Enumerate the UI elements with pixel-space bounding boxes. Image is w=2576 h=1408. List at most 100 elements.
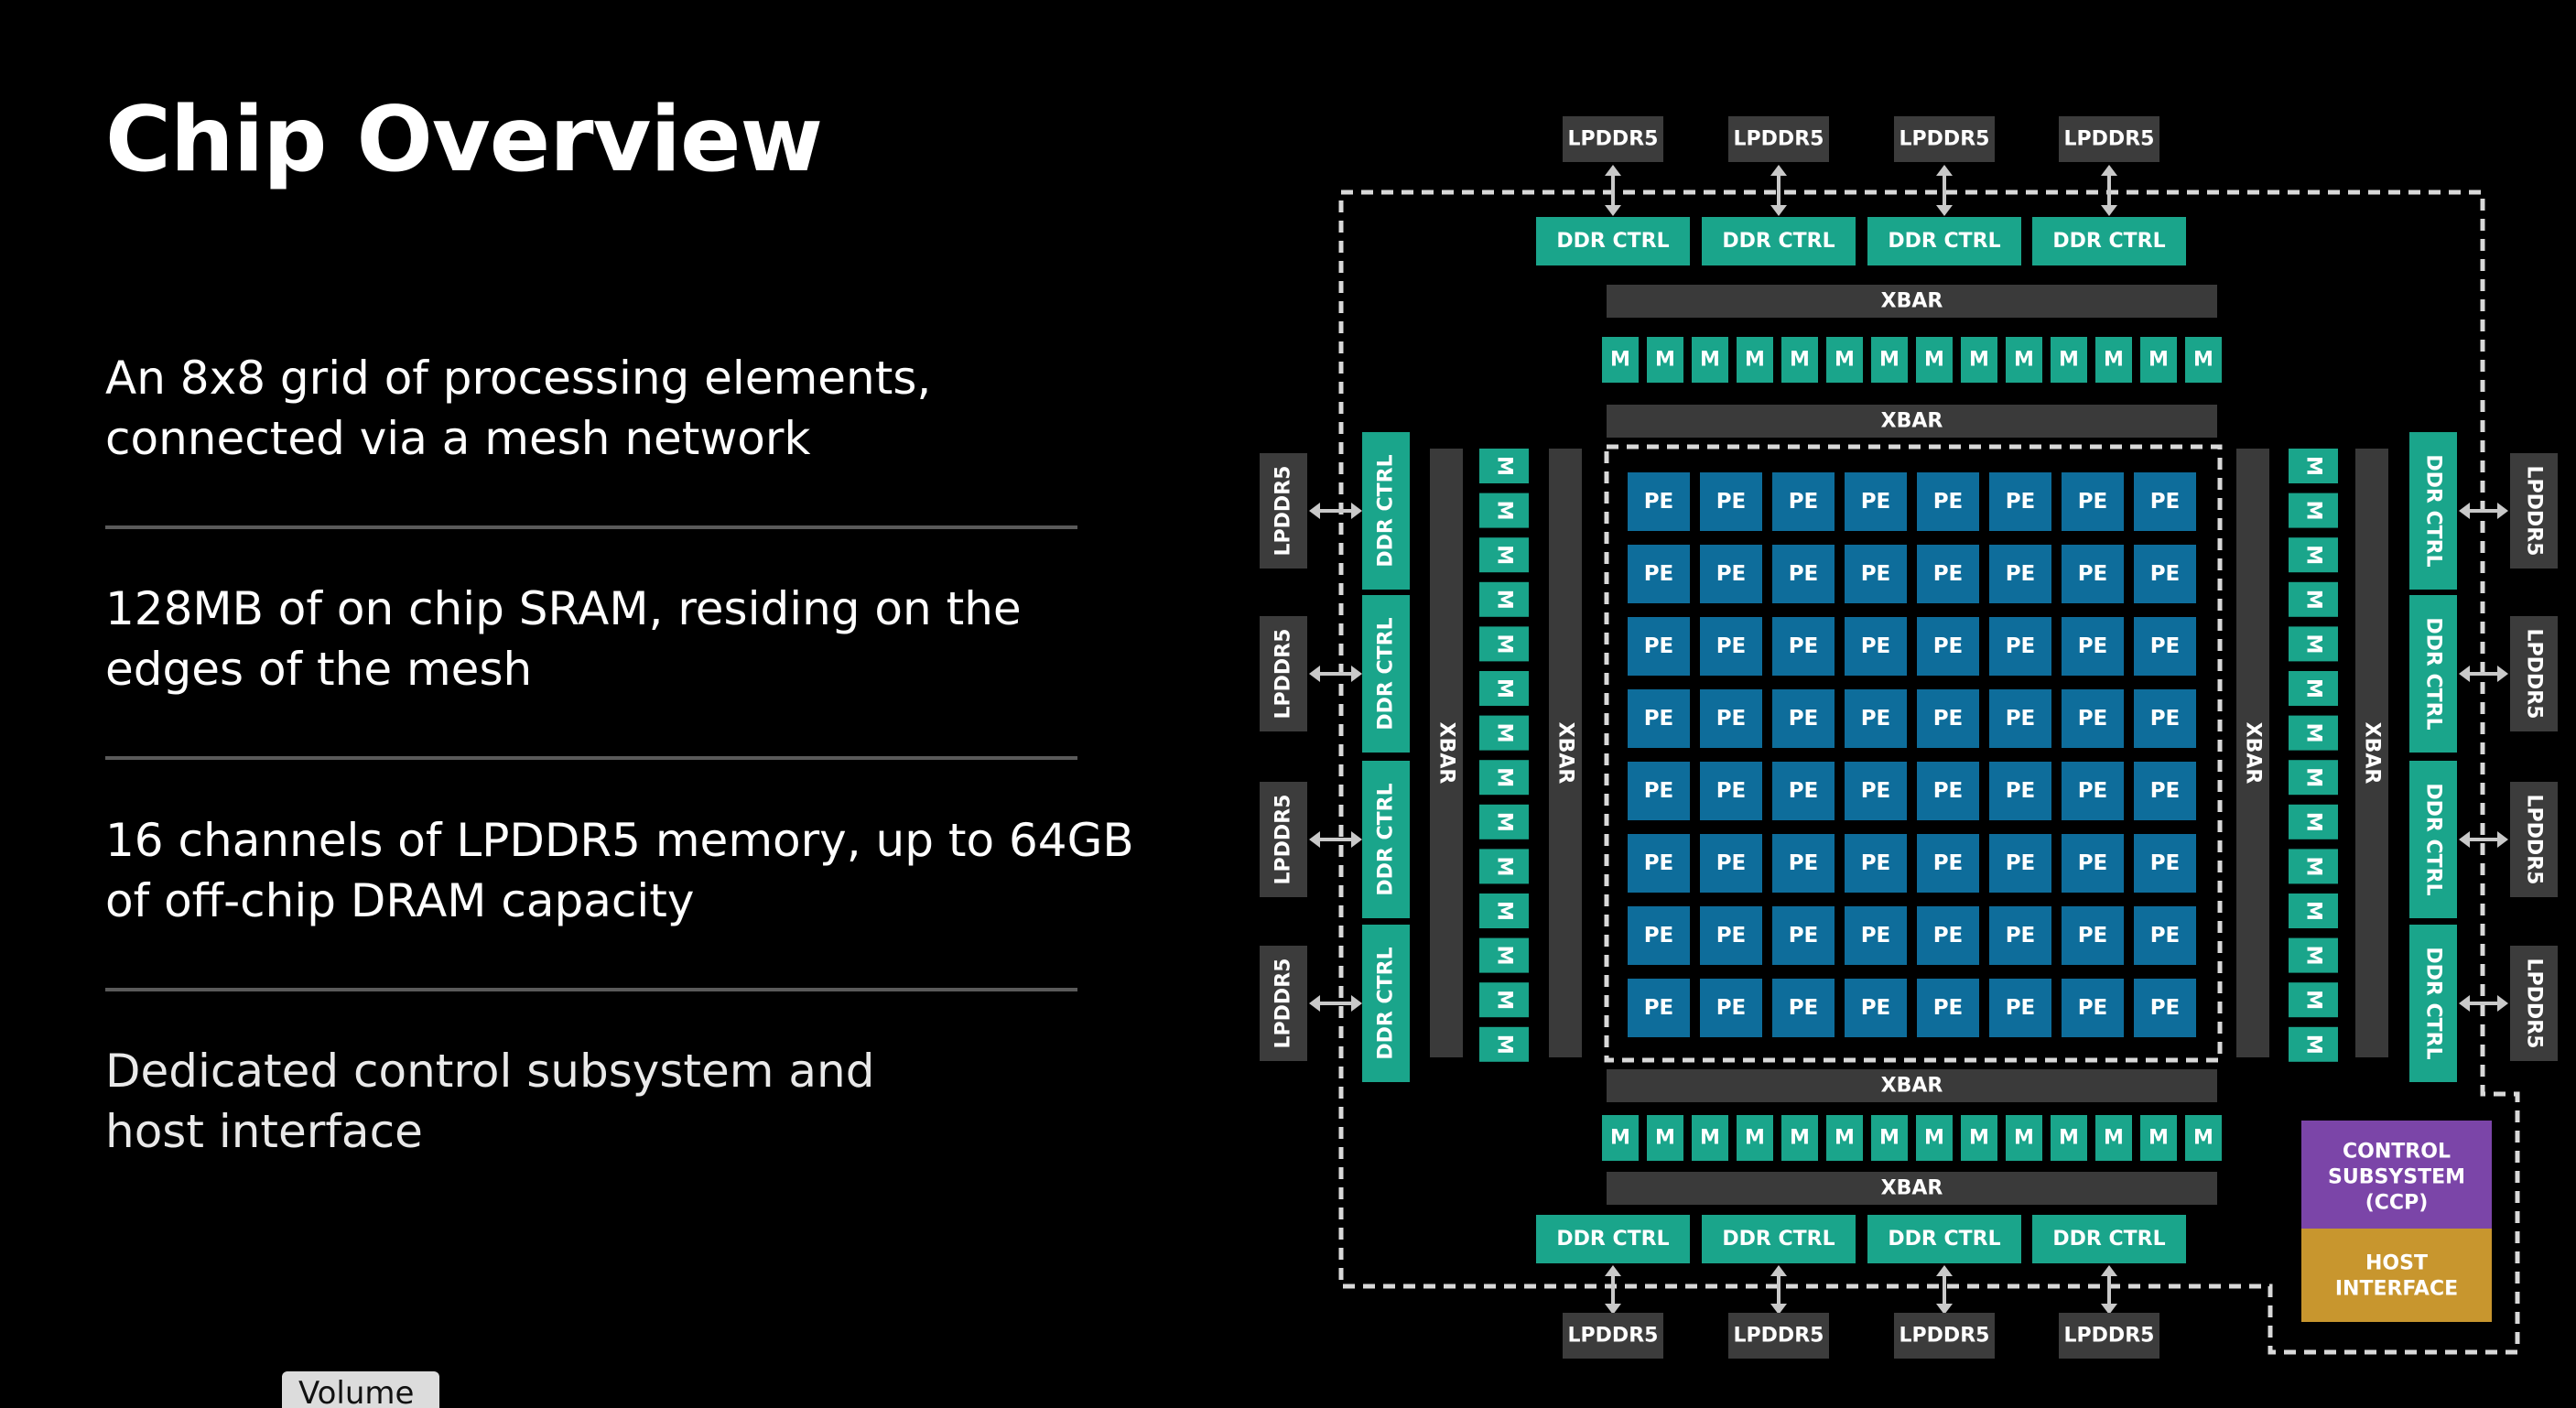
xbar-horizontal-label: XBAR — [1881, 290, 1943, 313]
xbar-horizontal — [1607, 1172, 2217, 1205]
pe-block — [1845, 472, 1907, 531]
chip-boundary — [1338, 190, 2520, 1355]
arrow-head — [2459, 503, 2470, 519]
memory-block-right-label: M — [2302, 946, 2325, 966]
memory-block-bottom — [2140, 1115, 2177, 1161]
arrow-head — [2497, 995, 2508, 1012]
pe-block — [1628, 762, 1690, 820]
arrow-head — [2101, 1304, 2117, 1315]
pe-block-label: PE — [2150, 490, 2181, 514]
pe-block-label: PE — [1789, 924, 1819, 948]
memory-block-bottom-label: M — [1790, 1127, 1810, 1150]
bullet-line: 16 channels of LPDDR5 memory, up to 64GB — [105, 814, 1134, 867]
xbar-vertical — [2236, 449, 2269, 1057]
pe-block — [1628, 834, 1690, 893]
memory-block-right — [2289, 493, 2338, 528]
ddr-ctrl-bottom — [1702, 1215, 1856, 1263]
pe-block-label: PE — [2150, 851, 2181, 875]
ddr-ctrl-left-label: DDR CTRL — [1375, 454, 1398, 567]
memory-block-top-label: M — [2014, 349, 2034, 372]
arrow-head — [1351, 666, 1362, 682]
ddr-ctrl-right-label: DDR CTRL — [2422, 947, 2445, 1059]
lpddr5-chip-right — [2510, 946, 2558, 1061]
pe-block — [1989, 979, 2051, 1037]
xbar-vertical-label: XBAR — [1435, 722, 1458, 785]
memory-block-right — [2289, 804, 2338, 839]
pe-block-label: PE — [1789, 634, 1819, 658]
ddr-ctrl-bottom — [1867, 1215, 2021, 1263]
lpddr5-chip-right — [2510, 616, 2558, 731]
arrow-head — [1936, 165, 1953, 176]
bullet-line: of off-chip DRAM capacity — [105, 874, 695, 927]
pe-block — [1772, 545, 1835, 603]
pe-block-label: PE — [1861, 634, 1891, 658]
pe-block — [1917, 979, 1979, 1037]
bullet-line: 128MB of on chip SRAM, residing on the — [105, 582, 1022, 635]
pe-block — [1628, 906, 1690, 965]
pe-block-label: PE — [2078, 562, 2108, 586]
pe-block — [1772, 834, 1835, 893]
pe-block-label: PE — [1861, 924, 1891, 948]
slide-title: Chip Overview — [105, 88, 823, 192]
memory-block-top — [1602, 337, 1639, 383]
memory-block-top-label: M — [1879, 349, 1900, 372]
arrow-head — [1605, 1265, 1621, 1276]
memory-block-right — [2289, 982, 2338, 1018]
arrow-head — [1770, 1265, 1787, 1276]
pe-block-label: PE — [1716, 924, 1747, 948]
memory-block-right-label: M — [2302, 901, 2325, 921]
memory-block-bottom — [1826, 1115, 1863, 1161]
pe-block — [2062, 545, 2124, 603]
pe-block-label: PE — [1789, 490, 1819, 514]
lpddr5-chip-left-label: LPDDR5 — [1272, 629, 1295, 720]
pe-block — [1772, 617, 1835, 676]
ddr-ctrl-bottom-label: DDR CTRL — [2052, 1228, 2165, 1251]
host-interface — [2301, 1229, 2492, 1322]
pe-block-label: PE — [2150, 634, 2181, 658]
memory-block-top — [2140, 337, 2177, 383]
pe-block-label: PE — [2006, 490, 2036, 514]
memory-block-top — [1647, 337, 1683, 383]
pe-block-label: PE — [1644, 562, 1674, 586]
lpddr5-chip-left-label: LPDDR5 — [1272, 795, 1295, 885]
lpddr5-chip-right-label: LPDDR5 — [2523, 466, 2546, 557]
pe-block-label: PE — [2006, 634, 2036, 658]
arrow-head — [1936, 205, 1953, 216]
pe-block-label: PE — [1933, 490, 1964, 514]
memory-block-right-label: M — [2302, 545, 2325, 565]
pe-block — [1989, 762, 2051, 820]
ddr-ctrl-bottom-label: DDR CTRL — [1556, 1228, 1669, 1251]
pe-block — [1917, 834, 1979, 893]
pe-block-label: PE — [1716, 996, 1747, 1020]
pe-block-label: PE — [1933, 779, 1964, 803]
pe-block — [1845, 545, 1907, 603]
ddr-ctrl-right — [2409, 432, 2457, 590]
memory-block-bottom-label: M — [2059, 1127, 2079, 1150]
lpddr5-chip-top — [1894, 116, 1995, 162]
pe-block-label: PE — [2078, 996, 2108, 1020]
memory-block-top — [2006, 337, 2042, 383]
pe-block — [2062, 762, 2124, 820]
pe-block-label: PE — [1716, 851, 1747, 875]
lpddr5-chip-top-label: LPDDR5 — [1568, 128, 1659, 151]
memory-block-top — [2095, 337, 2132, 383]
memory-block-left-label: M — [1493, 634, 1516, 654]
lpddr5-chip-left — [1260, 453, 1307, 569]
xbar-horizontal-label: XBAR — [1881, 1075, 1943, 1098]
arrow-head — [1309, 503, 1320, 519]
memory-block-bottom-label: M — [1835, 1127, 1855, 1150]
lpddr5-chip-left-label: LPDDR5 — [1272, 959, 1295, 1049]
ddr-ctrl-left — [1362, 432, 1410, 590]
memory-block-right — [2289, 1026, 2338, 1062]
pe-block-label: PE — [2150, 996, 2181, 1020]
arrow-head — [1605, 165, 1621, 176]
pe-block-label: PE — [2078, 779, 2108, 803]
ddr-ctrl-top — [1702, 217, 1856, 265]
pe-block — [2134, 979, 2196, 1037]
ddr-ctrl-bottom-label: DDR CTRL — [1722, 1228, 1835, 1251]
memory-block-right — [2289, 849, 2338, 884]
memory-block-left-label: M — [1493, 901, 1516, 921]
memory-block-bottom-label: M — [2148, 1127, 2169, 1150]
memory-block-top-label: M — [2104, 349, 2124, 372]
bullet-line: connected via a mesh network — [105, 412, 811, 465]
